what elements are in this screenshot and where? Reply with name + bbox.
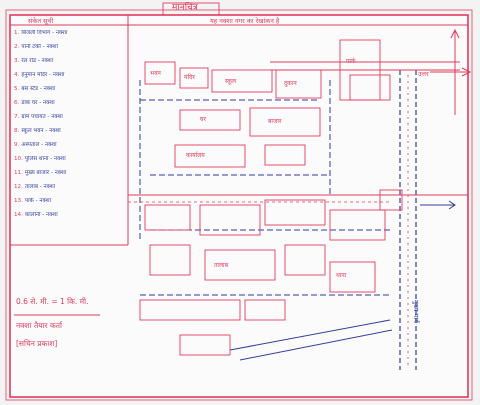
legend-item: 4.हनुमान मंदिर - नक्शा <box>14 72 65 78</box>
legend-item: 7.ग्राम पंचायत - नक्शा <box>14 114 63 120</box>
legend-item: 10.पुलिस थाना - नक्शा <box>14 156 66 162</box>
building-label: पार्क <box>346 58 356 65</box>
building-label: दुकान <box>284 80 297 87</box>
building-label: घर <box>200 116 207 123</box>
author-name: [सचिन प्रकाश] <box>16 339 58 348</box>
legend-item: 5.बस स्टैंड - नक्शा <box>14 86 56 92</box>
building-label: तालाब <box>214 262 229 269</box>
legend-heading: संकेत सूची <box>28 17 54 25</box>
building-label: भवन <box>150 70 161 77</box>
north-label: उत्तर <box>418 70 429 78</box>
legend-item: 11.मुख्य बाजार - नक्शा <box>14 170 67 176</box>
legend-item: 12.तालाब - नक्शा <box>14 184 56 190</box>
building-label: कार्यालय <box>186 152 205 159</box>
building-label: स्कूल <box>225 78 237 85</box>
legend-item: 1.बिजली विभाग - नक्शा <box>14 30 68 36</box>
north-arrow <box>430 28 472 115</box>
legend-item: 3.रेल रोड - नक्शा <box>14 58 54 64</box>
map-border <box>9 14 469 398</box>
header-note: यह नक्शा नगर का रेखांकन है <box>210 17 280 25</box>
building-blocks <box>139 39 403 356</box>
map-outer-border <box>5 9 473 401</box>
building-label: बाजार <box>268 118 282 125</box>
building-label: थाना <box>336 272 347 279</box>
scale-text: 0.6 से. मी. = 1 कि. मी. <box>16 297 89 306</box>
map-title: मानचित्र <box>172 3 198 13</box>
legend-item: 2.पानी टंकी - नक्शा <box>14 44 59 50</box>
title-box <box>162 2 220 16</box>
author-title: नक्शा तैयार कर्ता <box>16 321 62 330</box>
legend-item: 8.स्कूल भवन - नक्शा <box>14 128 61 134</box>
legend-item: 14.कॉलोनी - नक्शा <box>14 212 58 218</box>
legend-item: 6.डाक घर - नक्शा <box>14 100 55 106</box>
legend-item: 9.अस्पताल - नक्शा <box>14 142 57 148</box>
legend-item: 13.पार्क - नक्शा <box>14 198 52 204</box>
road-label: मुख्य मार्ग <box>412 300 420 323</box>
building-label: मंदिर <box>184 74 195 81</box>
